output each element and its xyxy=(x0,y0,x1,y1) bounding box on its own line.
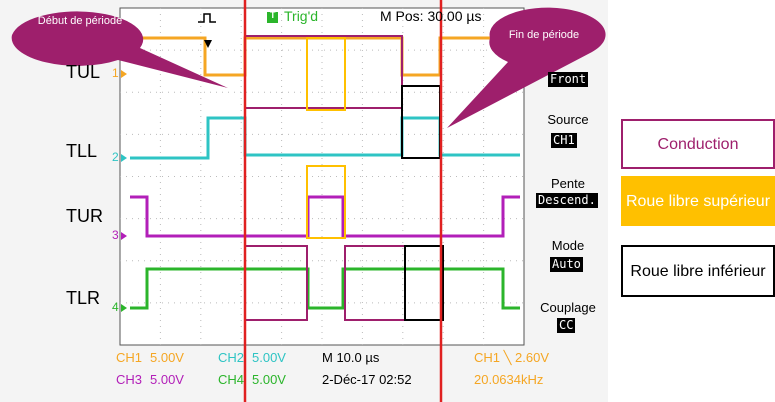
oscilloscope-screen xyxy=(11,0,606,402)
legend-conduction: Conduction xyxy=(621,119,775,169)
status-trigger-level: CH1 ╲ 2.60V xyxy=(474,350,550,365)
legend-roue-libre-inferieur: Roue libre inférieur xyxy=(621,245,775,297)
ch3-ground-number: 3 xyxy=(112,228,119,242)
bubble-fin-shape xyxy=(447,7,606,128)
mode-value[interactable]: Auto xyxy=(550,257,583,272)
roue-sup-box-tur xyxy=(306,165,346,239)
status-frequency: 20.0634kHz xyxy=(474,372,544,387)
ch4-ground-number: 4 xyxy=(112,300,119,314)
status-ch1: CH1 xyxy=(116,350,143,365)
status-ch2-value: 5.00V xyxy=(252,350,286,365)
status-ch4: CH4 xyxy=(218,372,245,387)
oscilloscope-screenshot: Début de période Fin de période T Trig'd… xyxy=(0,0,608,402)
status-ch3-value: 5.00V xyxy=(150,372,184,387)
ch1-ground-number: 1 xyxy=(112,66,119,80)
bubble-debut-shape xyxy=(11,11,228,89)
source-title: Source xyxy=(547,112,589,127)
waveform-ch3 xyxy=(130,195,520,238)
status-date: 2-Déc-17 02:52 xyxy=(322,372,412,387)
status-timebase: M 10.0 µs xyxy=(322,350,380,365)
roue-sup-box-tul xyxy=(306,37,346,111)
status-ch4-value: 5.00V xyxy=(252,372,286,387)
legend-roue-libre-superieur: Roue libre supérieur xyxy=(621,176,775,226)
status-ch1-value: 5.00V xyxy=(150,350,184,365)
row-label-tur: TUR xyxy=(66,206,103,226)
pente-value[interactable]: Descend. xyxy=(536,193,598,208)
status-ch2: CH2 xyxy=(218,350,245,365)
ch1-ground-arrow xyxy=(121,70,127,78)
mode-title: Mode xyxy=(551,238,585,253)
couplage-value[interactable]: CC xyxy=(557,318,576,333)
row-label-tlr: TLR xyxy=(66,288,101,308)
pente-title: Pente xyxy=(551,176,585,191)
front-value[interactable]: Front xyxy=(548,72,589,87)
status-ch3: CH3 xyxy=(116,372,143,387)
row-label-tul: TUL xyxy=(66,62,101,82)
bubble-debut-text: Début de période xyxy=(37,15,123,27)
ch2-ground-number: 2 xyxy=(112,150,119,164)
trig-icon-letter: T xyxy=(270,10,276,20)
ch3-ground-arrow xyxy=(121,232,127,240)
bubble-fin-text: Fin de période xyxy=(508,29,580,41)
ch2-ground-arrow xyxy=(121,154,127,162)
couplage-title: Couplage xyxy=(540,300,596,315)
row-label-tll: TLL xyxy=(66,141,98,161)
roue-inf-box-tlr xyxy=(404,245,444,321)
source-value[interactable]: CH1 xyxy=(551,133,577,148)
m-pos: M Pos: 30.00 µs xyxy=(380,8,482,24)
waveform-ch4 xyxy=(130,267,520,310)
trigger-edge-icon xyxy=(198,13,216,23)
trigger-position-marker xyxy=(204,40,212,48)
ch4-ground-arrow xyxy=(121,304,127,312)
trig-status: Trig'd xyxy=(284,8,319,24)
graticule xyxy=(120,8,524,345)
trigger-icon xyxy=(267,12,278,23)
